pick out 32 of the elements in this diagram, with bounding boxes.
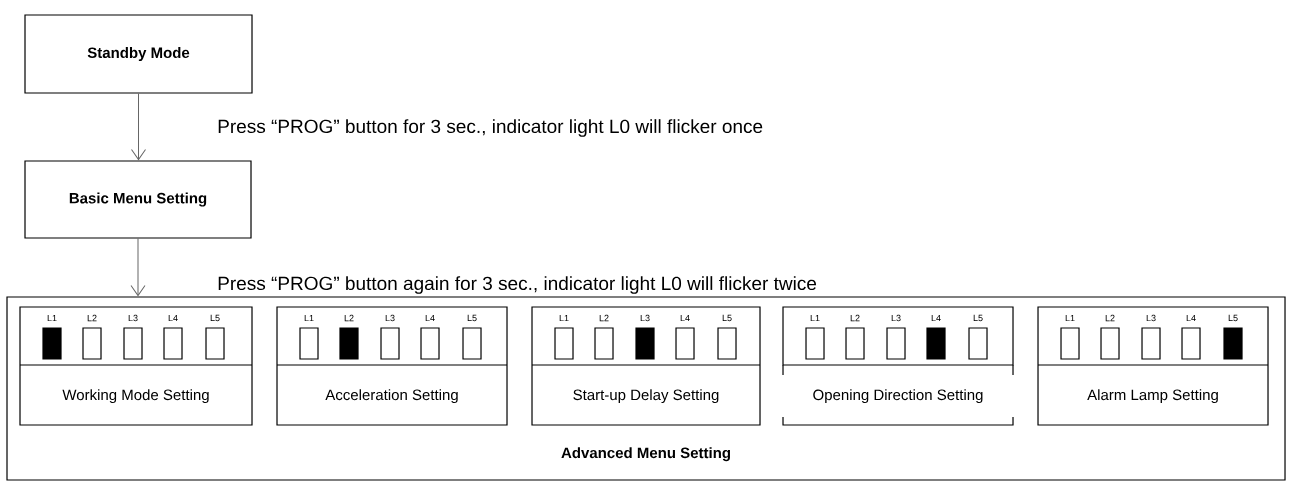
node-label: Opening Direction Setting — [813, 389, 983, 404]
light-label: L2 — [87, 314, 97, 322]
light-label: L1 — [559, 314, 569, 322]
light-label: L5 — [722, 314, 732, 322]
light-label: L1 — [1065, 314, 1075, 322]
arrow — [131, 93, 146, 161]
light-label: L4 — [931, 314, 941, 322]
light-label: L5 — [467, 314, 477, 322]
light-label: L2 — [599, 314, 609, 322]
light-label: L1 — [810, 314, 820, 322]
light-label: L3 — [891, 314, 901, 322]
light-label: L3 — [1146, 314, 1156, 322]
edge-label: Press “PROG” button for 3 sec., indicator light L0 will flicker once — [218, 119, 763, 137]
light-label: L3 — [385, 314, 395, 322]
light-label: L5 — [973, 314, 983, 322]
light-label: L1 — [304, 314, 314, 322]
light-label: L2 — [1105, 314, 1115, 322]
light-label: L2 — [850, 314, 860, 322]
light-label: L4 — [425, 314, 435, 322]
light-label: L1 — [47, 314, 57, 322]
light-label: L4 — [1186, 314, 1196, 322]
light-label: L3 — [128, 314, 138, 322]
process-box: Basic Menu Setting — [24, 160, 252, 239]
light-label: L4 — [168, 314, 178, 322]
light-label: L2 — [344, 314, 354, 322]
light-label: L4 — [680, 314, 690, 322]
light-label: L5 — [210, 314, 220, 322]
arrow — [130, 238, 146, 297]
light-label: L3 — [640, 314, 650, 322]
light-label: L5 — [1228, 314, 1238, 322]
process-box: Standby Mode — [24, 14, 253, 94]
edge-label: Press “PROG” button again for 3 sec., indicator light L0 will flicker twice — [218, 276, 817, 294]
